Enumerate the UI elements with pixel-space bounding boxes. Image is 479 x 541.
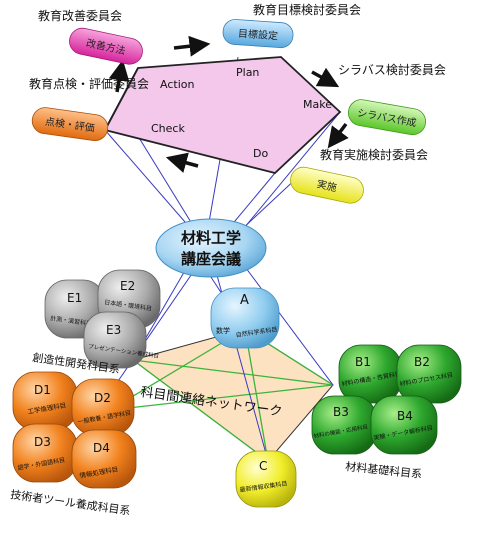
block-B4[interactable]: B4 実験・データ解析科目: [370, 395, 438, 455]
block-D1-code: D1: [34, 383, 51, 397]
committee-implementation-title: 教育実施検討委員会: [320, 147, 428, 162]
block-B3-code: B3: [333, 405, 349, 419]
block-D2[interactable]: D2 一般教養・語学科目: [71, 378, 135, 436]
pdca-check-label: Check: [151, 122, 185, 135]
committee-syllabus-title: シラバス検討委員会: [338, 62, 446, 77]
block-B2-code: B2: [414, 355, 430, 369]
pdca-plan-label: Plan: [236, 66, 259, 79]
cycle-arrows: [108, 35, 349, 173]
pdca-pentagon: [103, 56, 342, 174]
goal-setting-label: 目標設定: [238, 27, 279, 43]
committee-goal-title: 教育目標検討委員会: [253, 2, 361, 17]
block-E3[interactable]: E3 プレゼンテーション養成科目: [83, 311, 160, 369]
block-B1[interactable]: B1 材料の構造・性質科目: [338, 344, 401, 404]
department-meeting-node[interactable]: 材料工学 講座会議: [155, 218, 267, 278]
block-B2[interactable]: B2 材料のプロセス科目: [396, 344, 462, 404]
pdca-do-label: Do: [253, 147, 268, 160]
block-D2-code: D2: [94, 391, 111, 405]
block-D4[interactable]: D4 情報処理科目: [71, 429, 137, 489]
block-E1-code: E1: [67, 291, 82, 305]
implementation-label: 実施: [316, 177, 338, 194]
engineer-group-label: 技術者ツール養成科目系: [10, 487, 132, 518]
committee-evaluation-title: 教育点検・評価委員会: [29, 76, 149, 91]
block-D1[interactable]: D1 工学倫理科目: [12, 371, 78, 431]
implementation-pill[interactable]: 実施: [288, 165, 366, 206]
goal-setting-pill[interactable]: 目標設定: [222, 19, 294, 49]
block-B1-code: B1: [355, 355, 371, 369]
block-A-text1: 数学: [216, 326, 230, 335]
meeting-label-line1: 材料工学: [181, 229, 241, 247]
block-B4-code: B4: [397, 409, 413, 423]
pdca-make-label: Make: [303, 98, 332, 111]
block-D3[interactable]: D3 語学・外国語科目: [12, 423, 78, 483]
basic-group-label: 材料基礎科目系: [345, 459, 423, 481]
block-A-code: A: [240, 293, 249, 308]
block-A[interactable]: A 数学 自然科学系科目: [210, 287, 280, 349]
block-C[interactable]: C 最新情報収集科目: [235, 450, 297, 508]
block-C-code: C: [259, 459, 267, 473]
pdca-action-label: Action: [160, 78, 194, 91]
block-E3-code: E3: [106, 323, 121, 337]
block-D4-code: D4: [93, 441, 110, 455]
improvement-method-pill[interactable]: 改善方法: [67, 26, 145, 67]
block-E2-code: E2: [120, 279, 135, 293]
syllabus-creation-pill[interactable]: シラバス作成: [346, 98, 427, 137]
meeting-label-line2: 講座会議: [181, 250, 241, 268]
evaluation-pill[interactable]: 点検・評価: [31, 106, 110, 142]
committee-improvement-title: 教育改善委員会: [38, 8, 122, 23]
block-B3[interactable]: B3 材料の機能・応用科目: [311, 395, 377, 455]
block-D3-code: D3: [34, 435, 51, 449]
